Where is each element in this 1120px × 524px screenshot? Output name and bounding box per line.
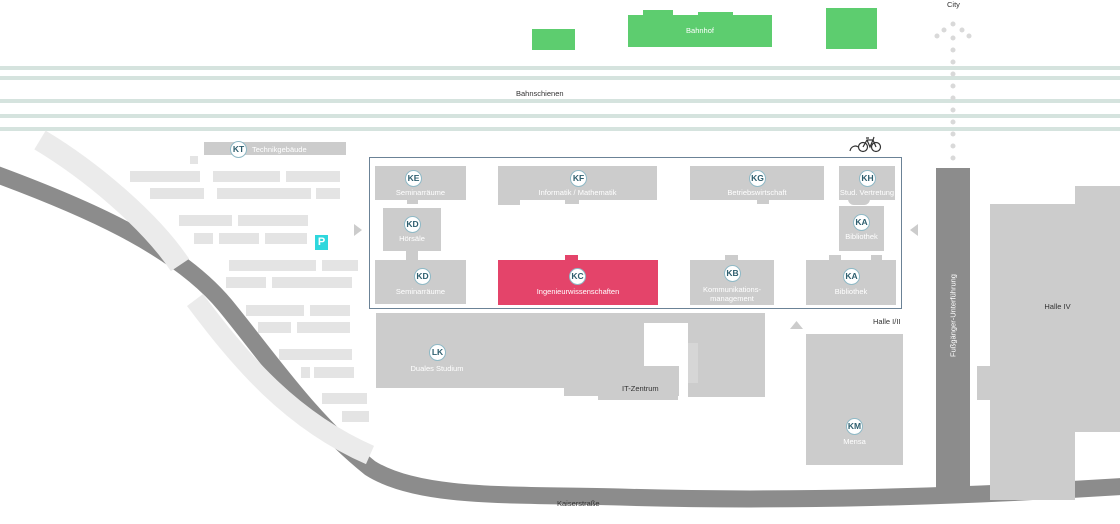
building-kb-label: Kommunikations- management (703, 285, 761, 303)
building-kf-connector (565, 199, 579, 204)
building-kt-label: Technikgebäude (252, 145, 307, 154)
building-halle-iv-annex (977, 366, 990, 400)
building-ka-upper-label: Bibliothek (845, 232, 878, 241)
building-kc-label: Ingenieurwissenschaften (536, 287, 620, 296)
building-block (272, 277, 352, 288)
building-code-badge: KD (414, 268, 431, 285)
building-code-badge: LK (429, 344, 446, 361)
building-block (217, 188, 311, 199)
unterfuehrung-label: Fußgänger-Unterführung (948, 274, 958, 357)
building-block (265, 233, 307, 244)
building-complex-right-wing (688, 343, 698, 383)
station-building-main-top (643, 10, 673, 18)
building-code-badge: KG (749, 170, 766, 187)
building-kh-rounded (848, 196, 870, 205)
building-code-badge: KD (404, 216, 421, 233)
building-code-badge: KB (724, 265, 741, 282)
city-label: City (947, 0, 960, 9)
building-kf-label: Informatik / Mathematik (538, 188, 617, 197)
parking-icon[interactable]: P (315, 235, 328, 250)
curved-walkway-lower (187, 293, 375, 465)
building-block (238, 215, 308, 226)
building-km-label: Mensa (843, 437, 866, 446)
arrow-up-icon (790, 321, 803, 329)
railway-tracks (0, 66, 1120, 131)
building-block (310, 305, 350, 316)
building-kb-connector (725, 255, 738, 261)
building-code-badge: KF (570, 170, 587, 187)
building-code-badge: KA (853, 214, 870, 231)
pedestrian-path-dots (934, 21, 972, 161)
building-block (279, 349, 352, 360)
building-block (226, 277, 266, 288)
building-halle-iv[interactable] (990, 204, 1075, 500)
building-ke-connector (407, 199, 418, 204)
building-block (213, 171, 280, 182)
building-kf-connector (498, 199, 520, 205)
building-ka-connector (871, 255, 882, 261)
bahnschienen-label: Bahnschienen (516, 89, 564, 98)
building-kc-connector (565, 255, 578, 261)
building-lk-label: Duales Studium (410, 364, 464, 373)
arrow-left-icon (910, 224, 918, 236)
building-block (322, 393, 367, 404)
curved-walkway-upper (34, 130, 190, 272)
building-kh-label: Stud. Vertretung (839, 188, 895, 197)
building-complex-lower-ext (598, 388, 678, 400)
station-building-left (532, 29, 575, 50)
arrow-right-icon (354, 224, 362, 236)
building-block (229, 260, 316, 271)
campus-k-frame (369, 157, 902, 309)
building-block (342, 411, 369, 422)
building-code-badge: KA (843, 268, 860, 285)
building-code-badge: KH (859, 170, 876, 187)
bicycle-icon (849, 136, 882, 153)
building-block (322, 260, 358, 271)
halle-iv-label: Halle IV (1044, 302, 1071, 311)
building-code-badge: KM (846, 418, 863, 435)
building-block (314, 367, 354, 378)
building-kd-hoersaele-label: Hörsäle (399, 234, 425, 243)
building-block (301, 367, 310, 378)
building-complex-right (688, 313, 765, 397)
building-block (150, 188, 204, 199)
building-halle-iv-wide (1075, 186, 1120, 432)
halle-i-ii-label: Halle I/II (873, 317, 901, 326)
it-zentrum-label: IT-Zentrum (622, 384, 659, 393)
building-kd-seminar-label: Seminarräume (395, 287, 446, 296)
station-building-right (826, 8, 877, 49)
building-block (190, 156, 198, 164)
building-code-badge: KT (230, 141, 247, 158)
pedestrian-underpass[interactable] (936, 168, 970, 488)
station-building-main-top (698, 12, 733, 20)
building-km[interactable] (806, 334, 903, 465)
building-block (246, 305, 304, 316)
building-ka-lower-label: Bibliothek (834, 287, 868, 296)
building-block (219, 233, 259, 244)
building-block (297, 322, 350, 333)
building-complex-mid (644, 313, 688, 323)
building-ke-label: Seminarräume (395, 188, 446, 197)
station-building-main[interactable] (628, 15, 772, 47)
building-block (130, 171, 200, 182)
building-code-badge: KE (405, 170, 422, 187)
building-block (194, 233, 213, 244)
building-ka-connector (829, 255, 841, 261)
building-block (286, 171, 340, 182)
building-block (179, 215, 232, 226)
building-block (258, 322, 291, 333)
kaiserstrasse-label: Kaiserstraße (557, 499, 600, 508)
building-code-badge: KC (569, 268, 586, 285)
building-kg-connector (757, 199, 769, 204)
building-kd-connector (406, 250, 418, 260)
bahnhof-label: Bahnhof (686, 26, 714, 35)
building-block (316, 188, 340, 199)
building-kg-label: Betriebswirtschaft (727, 188, 787, 197)
